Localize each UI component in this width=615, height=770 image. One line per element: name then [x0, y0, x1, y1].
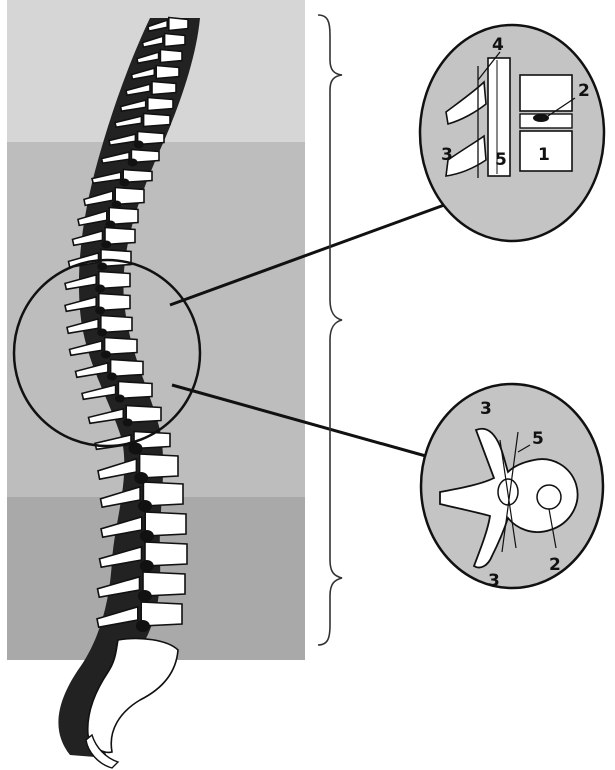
side-view-circle: [420, 25, 604, 241]
foramen-mark: [140, 530, 154, 542]
side-label-3: 3: [441, 145, 453, 165]
foramen-mark: [101, 351, 111, 359]
foramen-mark: [107, 373, 117, 381]
foramen-mark: [105, 221, 115, 229]
foramen-mark: [136, 620, 150, 632]
side-label-2: 2: [578, 81, 590, 101]
side-label-4: 4: [492, 35, 504, 55]
top-label-2: 2: [549, 555, 561, 575]
foramen-mark: [97, 263, 107, 271]
side-view-inset: 4 2 3 5 1: [420, 25, 604, 241]
foramen-mark: [119, 179, 129, 187]
foramen-mark: [138, 500, 152, 512]
top-label-3-lower: 3: [488, 571, 500, 591]
vertebral-body-top: [537, 485, 561, 509]
foramen-mark: [95, 307, 105, 315]
foramen-mark: [97, 329, 107, 337]
side-label-5: 5: [495, 150, 507, 170]
foramen-mark: [129, 443, 143, 455]
foramen-mark: [134, 472, 148, 484]
top-label-3-upper: 3: [480, 399, 492, 419]
region-brace: [318, 15, 342, 645]
foramen-mark: [123, 419, 133, 427]
foramen-mark: [115, 395, 125, 403]
top-view-inset: 3 5 2 3: [421, 384, 603, 591]
foramen-mark: [128, 159, 138, 167]
foramen-mark: [140, 560, 154, 572]
side-label-1: 1: [538, 145, 550, 165]
foramen-mark: [101, 241, 111, 249]
foramen-mark: [138, 590, 152, 602]
foramen-mark: [95, 285, 105, 293]
top-label-5: 5: [532, 429, 544, 449]
foramen-mark: [134, 141, 144, 149]
foramen-mark: [111, 201, 121, 209]
